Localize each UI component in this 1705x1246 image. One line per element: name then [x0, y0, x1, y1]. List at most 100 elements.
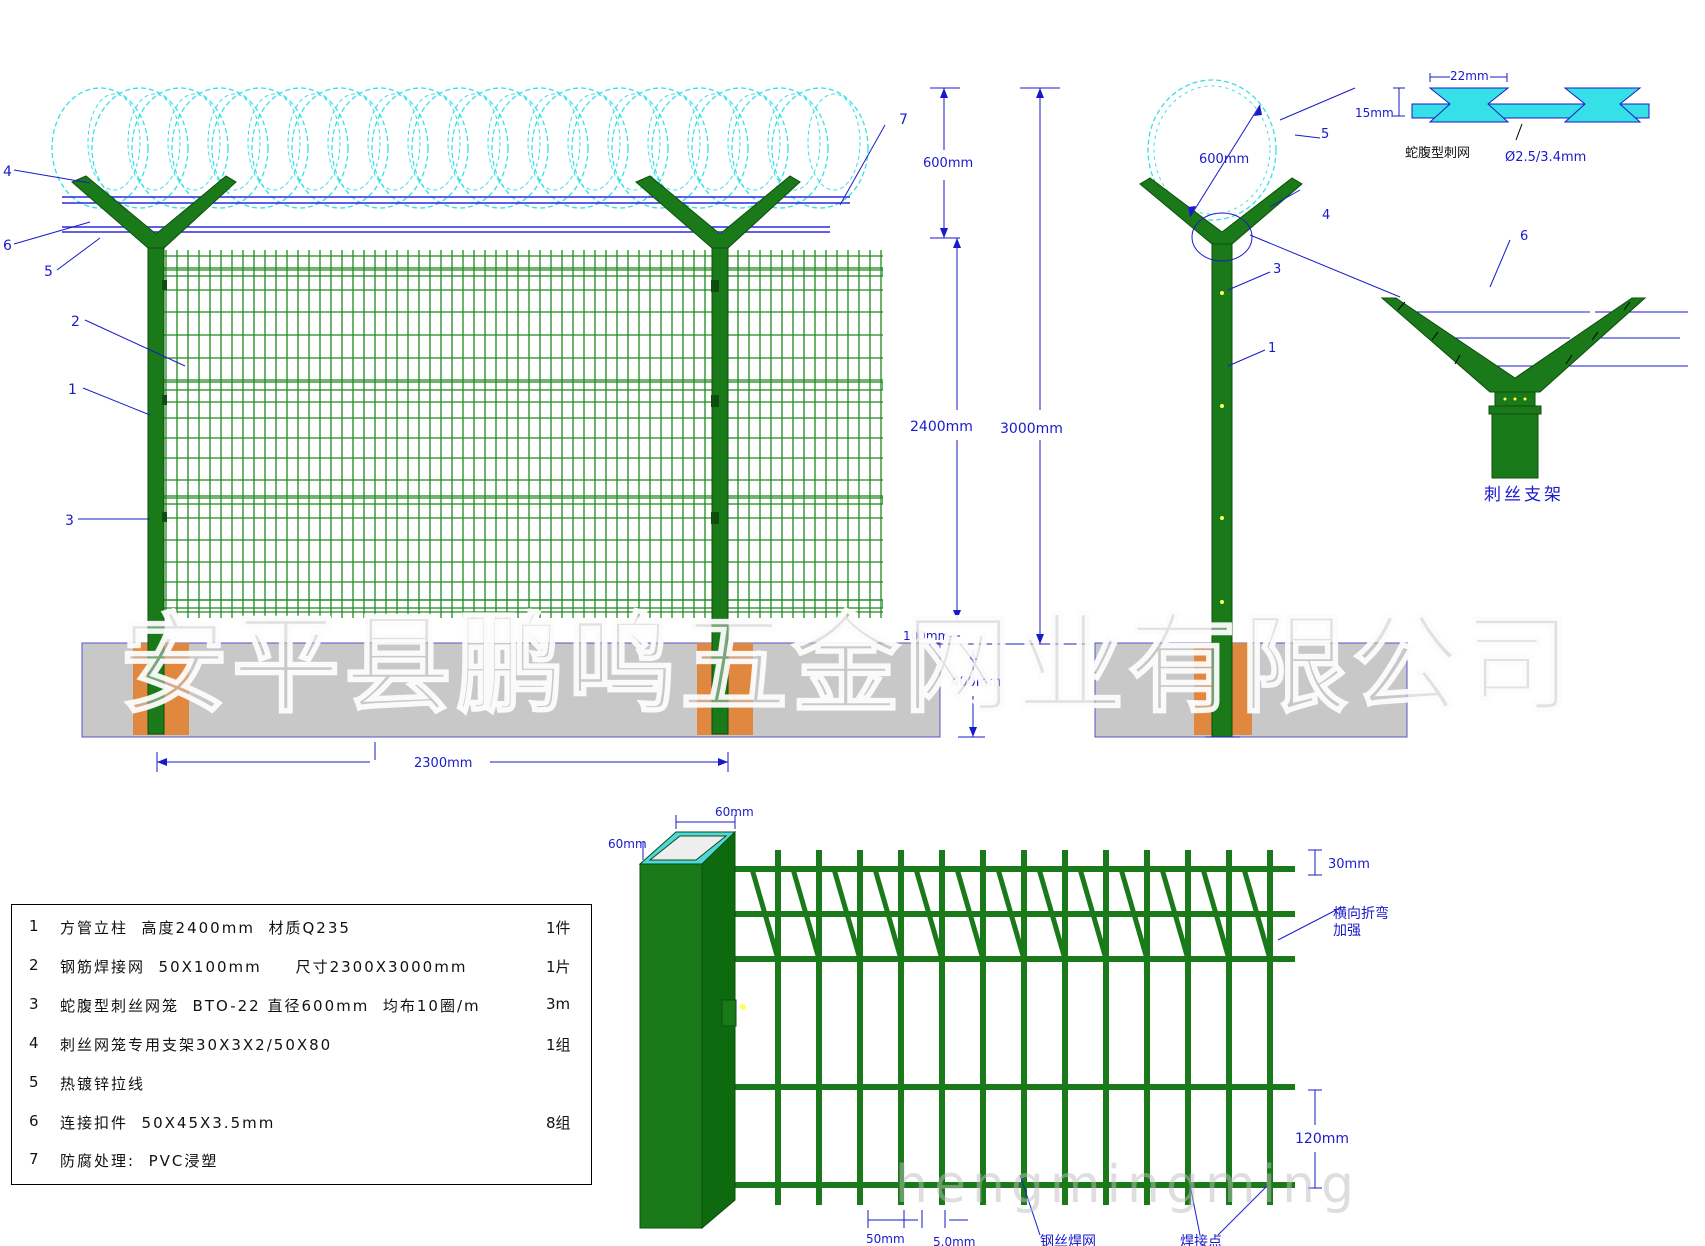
bracket-detail [1380, 297, 1688, 479]
coil-loop [607, 93, 661, 191]
front-view: 4 6 5 2 1 3 7 [3, 87, 1090, 772]
spec-row: 4 刺丝网笼专用支架30X3X2/50X80 1组 [12, 1034, 591, 1064]
coil-loop [451, 87, 549, 209]
spec-text: 防腐处理: PVC浸塑 [60, 1152, 219, 1170]
dim-post-spacing: 2300mm [414, 756, 472, 771]
spec-num: 2 [29, 956, 39, 974]
leader-lines [13, 124, 886, 520]
coil-loop [527, 93, 581, 191]
razor-blade-detail: 22mm 15mm 蛇腹型刺网 Ø2.5/3.4mm [1355, 69, 1650, 165]
coil-diameter-label: 600mm [1199, 152, 1249, 167]
coil-loop [1153, 85, 1271, 215]
coil-loop [51, 87, 149, 209]
dim-total-height: 3000mm [1000, 421, 1063, 437]
blade-wire-diameter: Ø2.5/3.4mm [1505, 150, 1586, 165]
blade-height-label: 15mm [1355, 106, 1394, 120]
coil-loop [331, 87, 429, 209]
coil-loop [487, 93, 541, 191]
mesh-fold [163, 495, 883, 505]
coil-loop [367, 93, 421, 191]
callout-4: 4 [3, 164, 12, 180]
spec-qty: 1片 [546, 958, 571, 976]
wire-diameter-label: 5.0mm [933, 1235, 975, 1246]
post-detail: 60mm 60mm 30mm 横向折弯 加强 120mm 50mm 5.0mm … [608, 805, 1389, 1246]
coil-loop [571, 87, 669, 209]
coil-loop [611, 87, 709, 209]
spec-text: 钢筋焊接网 50X100mm 尺寸2300X3000mm [60, 958, 468, 976]
post-width-label: 60mm [715, 805, 754, 819]
spec-row: 7 防腐处理: PVC浸塑 [12, 1150, 591, 1180]
concrete-footing [81, 642, 941, 738]
spec-qty: 1组 [546, 1036, 571, 1054]
detail-dims [642, 815, 1341, 1236]
post-right [635, 175, 801, 735]
detail-post [638, 830, 746, 1230]
coil-loop [807, 93, 861, 191]
side-view: 600mm 5 4 3 1 6 [1094, 79, 1688, 738]
coil-loop [131, 87, 229, 209]
spec-text: 蛇腹型刺丝网笼 BTO-22 直径600mm 均布10圈/m [60, 997, 481, 1015]
fold-label-2: 加强 [1333, 923, 1361, 939]
callout-3: 3 [65, 513, 74, 529]
spec-row: 6 连接扣件 50X45X3.5mm 8组 [12, 1112, 591, 1142]
mesh-fold [163, 381, 883, 391]
coil-loop [211, 87, 309, 209]
razor-coil-front [51, 87, 869, 209]
coil-loop [651, 87, 749, 209]
spec-num: 7 [29, 1150, 39, 1168]
coil-loop [327, 93, 381, 191]
dim-panel-height: 2400mm [910, 419, 973, 435]
blade-caption: 蛇腹型刺网 [1405, 145, 1470, 161]
mesh-height-label: 120mm [1295, 1131, 1349, 1147]
coil-loop [91, 87, 189, 209]
mesh-label: 钢丝焊网 [1040, 1234, 1096, 1246]
side-callout-1: 1 [1268, 341, 1276, 356]
side-callout-4: 4 [1322, 208, 1330, 223]
bracket-caption: 刺丝支架 [1484, 485, 1564, 505]
coil-loop [647, 93, 701, 191]
coil-loop [447, 93, 501, 191]
razor-coil-side [1147, 79, 1277, 221]
coil-loop [411, 87, 509, 209]
coil-loop [491, 87, 589, 209]
spec-row: 2 钢筋焊接网 50X100mm 尺寸2300X3000mm 1片 [12, 956, 591, 986]
coil-loop [171, 87, 269, 209]
dim-ground-gap: 100mm [903, 629, 949, 643]
coil-loop [691, 87, 789, 209]
coil-loop [251, 87, 349, 209]
dim-footing-depth: 400mm [951, 675, 1001, 690]
coil-loop [767, 93, 821, 191]
coil-loop [291, 87, 389, 209]
coil-loop [731, 87, 829, 209]
coil-loop [371, 87, 469, 209]
spec-qty: 3m [546, 995, 571, 1013]
spec-qty: 1件 [546, 919, 571, 937]
blade-width-label: 22mm [1450, 69, 1489, 83]
fold-label: 横向折弯 [1333, 905, 1389, 922]
coil-loop [287, 93, 341, 191]
callout-5: 5 [44, 264, 53, 280]
coil-loop [207, 93, 261, 191]
spec-num: 4 [29, 1034, 39, 1052]
spec-row: 1 方管立柱 高度2400mm 材质Q235 1件 [12, 917, 591, 947]
coil-loop [771, 87, 869, 209]
detail-circle [1191, 212, 1253, 262]
coil-loop [687, 93, 741, 191]
spec-table: 1 方管立柱 高度2400mm 材质Q235 1件 2 钢筋焊接网 50X100… [11, 904, 592, 1185]
spec-row: 5 热镀锌拉线 [12, 1073, 591, 1103]
coil-loop [567, 93, 621, 191]
welded-mesh-panel [163, 250, 883, 618]
spec-text: 热镀锌拉线 [60, 1075, 146, 1093]
coil-loop [531, 87, 629, 209]
detail-mesh [735, 850, 1295, 1205]
spec-text: 方管立柱 高度2400mm 材质Q235 [60, 919, 351, 937]
mesh-width-label: 50mm [866, 1232, 905, 1246]
mesh-fold [163, 267, 883, 277]
coil-loop [247, 93, 301, 191]
spec-num: 6 [29, 1112, 39, 1130]
side-callout-3: 3 [1273, 262, 1281, 277]
callout-1: 1 [68, 382, 77, 398]
coil-loop [1147, 79, 1277, 221]
mesh-fold [163, 599, 883, 609]
spec-qty: 8组 [546, 1114, 571, 1132]
